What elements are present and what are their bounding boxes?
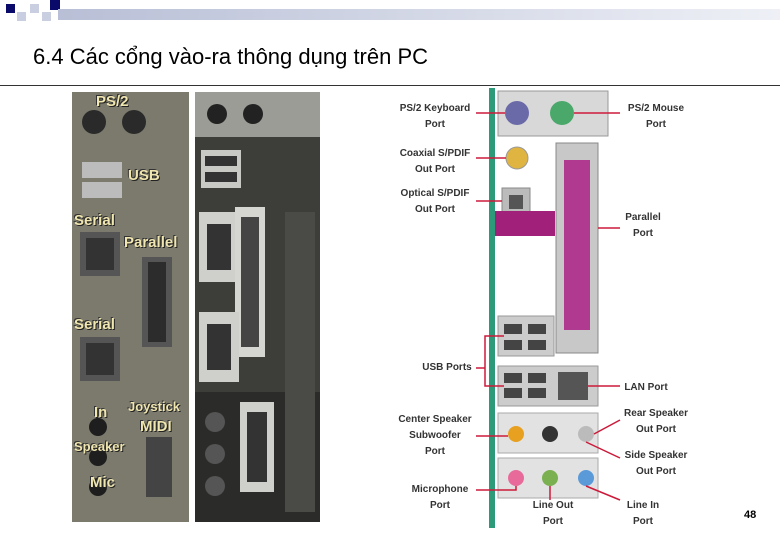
photo-label-ps2: PS/2	[96, 93, 129, 110]
ports-photo-left: PS/2 USB Serial Parallel Serial In Joyst…	[72, 92, 189, 522]
ports-photo-middle	[195, 92, 320, 522]
ports-diagram-drawing	[476, 88, 621, 528]
photo-label-joystick: Joystick	[128, 399, 181, 414]
photo-label-speaker: Speaker	[74, 439, 125, 454]
header-gradient-bar	[58, 9, 780, 20]
label-usb-ports: USB Ports	[422, 362, 472, 373]
photo-label-usb: USB	[128, 167, 160, 184]
photo-label-in: In	[94, 404, 108, 421]
slide-title: 6.4 Các cổng vào-ra thông dụng trên PC	[33, 44, 429, 69]
label-lan-port: LAN Port	[624, 382, 668, 393]
photo-label-midi: MIDI	[140, 418, 172, 435]
corner-decoration	[0, 0, 60, 24]
ports-photo-left-drawing	[72, 92, 189, 522]
photo-label-mic: Mic	[90, 474, 116, 491]
page-number: 48	[744, 509, 757, 521]
photo-label-parallel: Parallel	[124, 234, 178, 251]
photo-label-serial-2: Serial	[74, 316, 115, 333]
title-divider	[0, 85, 780, 86]
photo-label-serial-1: Serial	[74, 212, 115, 229]
ports-photo-middle-drawing	[195, 92, 320, 522]
